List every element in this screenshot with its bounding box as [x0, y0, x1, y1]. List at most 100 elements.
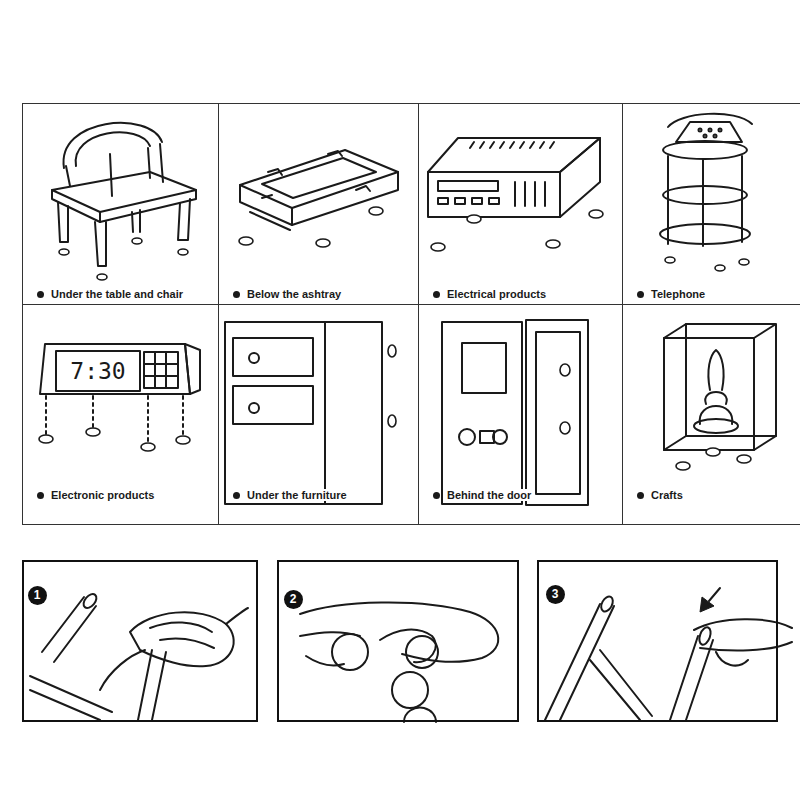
- step-two-illustration: [300, 630, 436, 663]
- caption-text: Under the furniture: [246, 489, 348, 501]
- ashtray-illustration: [250, 212, 290, 230]
- step-three-illustration: [700, 597, 714, 612]
- usage-panel: Crafts: [622, 304, 800, 525]
- step-three-illustration: [545, 588, 792, 720]
- cabinet-illustration: [233, 386, 313, 424]
- stereo-illustration: [472, 198, 482, 204]
- bullet-dot: [637, 492, 644, 499]
- step-two-illustration: [306, 656, 344, 666]
- step-one-illustration: [81, 592, 99, 611]
- step-panel: 2: [277, 560, 519, 722]
- table-chair-illustration: [99, 212, 101, 222]
- clock-illustration: [46, 396, 183, 442]
- table-chair-illustration: [95, 222, 106, 266]
- stereo-illustration: [546, 240, 560, 248]
- usage-panel: Electronic products: [22, 304, 219, 525]
- table-chair-illustration: [58, 202, 68, 242]
- step-panel: 3: [537, 560, 778, 722]
- clock-illustration: [176, 436, 190, 444]
- clock-illustration: [40, 344, 190, 394]
- cabinet-illustration: [225, 322, 325, 504]
- caption-text: Below the ashtray: [246, 288, 342, 300]
- stereo-illustration: [455, 198, 465, 204]
- safe-door-illustration: [442, 320, 588, 505]
- crafts-illustration: [664, 324, 776, 450]
- step-number-circle: 1: [28, 586, 47, 605]
- step-three-illustration: [590, 650, 652, 720]
- ashtray-illustration: [239, 237, 253, 245]
- safe-door-illustration: [536, 332, 580, 494]
- usage-panel: Below the ashtray: [218, 103, 419, 305]
- caption-row: Below the ashtray: [233, 288, 342, 300]
- stereo-illustration: [560, 138, 600, 217]
- ashtray-illustration: [369, 207, 383, 215]
- table-chair-illustration: [178, 249, 188, 255]
- usage-panel: Under the table and chair: [22, 103, 219, 305]
- stereo-illustration: [515, 182, 545, 206]
- caption-row: Behind the door: [433, 489, 532, 501]
- stereo-illustration: [428, 138, 600, 172]
- telephone-illustration: [660, 114, 752, 271]
- step-number: 1: [34, 589, 41, 601]
- crafts-illustration: [676, 462, 690, 470]
- caption-text: Electrical products: [446, 288, 547, 300]
- table-chair-illustration: [76, 132, 150, 166]
- safe-door-illustration: [493, 430, 507, 444]
- caption-row: Under the furniture: [233, 489, 348, 501]
- step-three-illustration: [697, 626, 713, 646]
- step-two-illustration: [392, 672, 428, 708]
- stereo-illustration: [467, 215, 481, 223]
- clock-illustration: [56, 351, 140, 391]
- ashtray-illustration: [262, 151, 370, 198]
- step-number-circle: 2: [284, 590, 303, 609]
- telephone-illustration: [676, 122, 742, 142]
- caption-text: Crafts: [650, 489, 684, 501]
- crafts-illustration: [737, 455, 751, 463]
- stereo-illustration: [470, 142, 554, 148]
- table-chair-illustration: [178, 199, 190, 240]
- telephone-illustration: [699, 129, 702, 132]
- telephone-illustration: [739, 259, 749, 265]
- caption-text: Under the table and chair: [50, 288, 184, 300]
- step-three-illustration: [599, 595, 615, 614]
- telephone-illustration: [668, 114, 752, 127]
- crafts-illustration: [706, 448, 720, 456]
- bullet-dot: [433, 291, 440, 298]
- telephone-illustration: [709, 129, 712, 132]
- cabinet-illustration: [388, 415, 396, 427]
- bullet-dot: [233, 291, 240, 298]
- table-chair-illustration: [64, 123, 162, 168]
- safe-door-illustration: [560, 364, 570, 376]
- bullet-dot: [37, 291, 44, 298]
- crafts-illustration: [664, 338, 754, 450]
- caption-text: Telephone: [650, 288, 706, 300]
- stereo-illustration: [428, 138, 603, 251]
- safe-door-illustration: [459, 429, 475, 445]
- crafts-illustration: [664, 324, 776, 470]
- telephone-illustration: [704, 135, 707, 138]
- step-one-illustration: [100, 650, 145, 690]
- caption-row: Under the table and chair: [37, 288, 184, 300]
- ashtray-illustration: [239, 150, 398, 247]
- table-chair-illustration: [97, 274, 107, 280]
- caption-row: Electronic products: [37, 489, 155, 501]
- stereo-illustration: [431, 243, 445, 251]
- stereo-illustration: [489, 198, 499, 204]
- stereo-illustration: [428, 172, 560, 217]
- clock-illustration: [144, 352, 178, 388]
- step-one-illustration: [42, 597, 96, 662]
- ashtray-illustration: [262, 158, 376, 198]
- table-chair-illustration: [52, 190, 196, 222]
- step-three-illustration: [709, 588, 720, 601]
- caption-row: Electrical products: [433, 288, 547, 300]
- cabinet-illustration: [225, 322, 396, 504]
- step-two-illustration: [404, 708, 436, 722]
- usage-panel: Electrical products: [418, 103, 623, 305]
- cabinet-illustration: [249, 403, 259, 413]
- stereo-illustration: [438, 198, 448, 204]
- caption-text: Behind the door: [446, 489, 532, 501]
- cabinet-illustration: [249, 353, 259, 363]
- bullet-dot: [637, 291, 644, 298]
- safe-door-illustration: [462, 343, 506, 393]
